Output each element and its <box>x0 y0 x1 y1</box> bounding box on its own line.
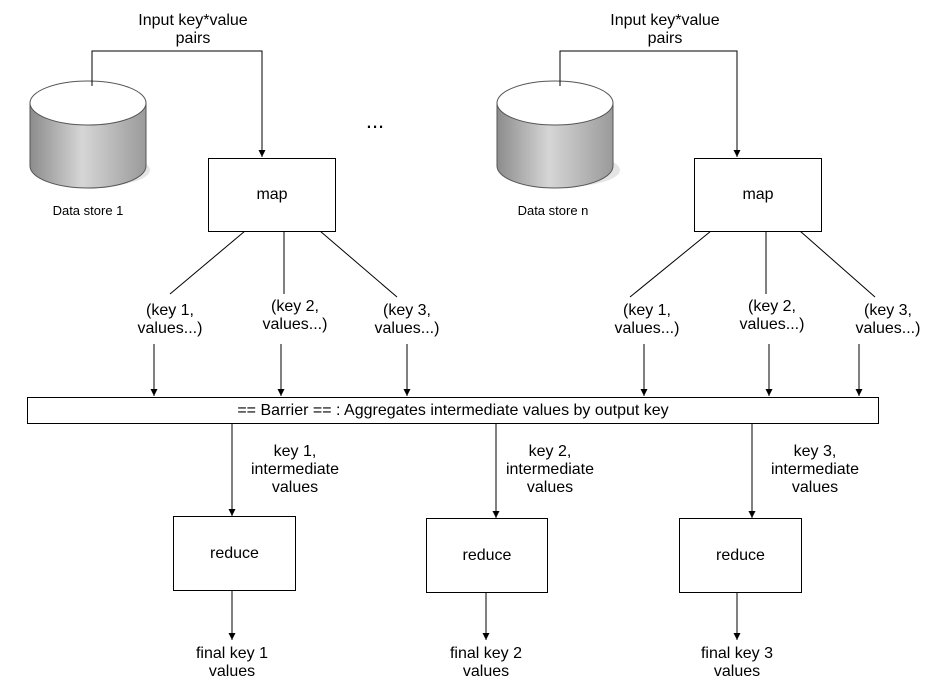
barrier-bar: == Barrier == : Aggregates intermediate … <box>27 397 879 424</box>
final-key1: final key 1 values <box>195 645 269 680</box>
map-box-right: map <box>694 158 822 232</box>
data-store-1-label: Data store 1 <box>52 203 124 218</box>
reduce-box-2: reduce <box>426 518 548 593</box>
ellipsis: ... <box>365 108 385 133</box>
map-output-right-key2: (key 2, values...) <box>739 298 805 333</box>
final-key2: final key 2 values <box>449 645 523 680</box>
input-label-left: Input key*value pairs <box>138 12 248 47</box>
intermediate-key1: key 1, intermediate values <box>250 443 340 496</box>
map-output-right-key1: (key 1, values...) <box>614 302 680 337</box>
map-box-left: map <box>208 158 336 232</box>
reduce-box-1: reduce <box>173 516 296 591</box>
arrows-to-final <box>228 590 741 640</box>
intermediate-key3: key 3, intermediate values <box>770 443 860 496</box>
arrows-to-reduce <box>228 424 756 518</box>
map-fanout-right <box>629 230 876 298</box>
map-output-left-key2: (key 2, values...) <box>262 298 328 333</box>
final-key3: final key 3 values <box>700 645 774 680</box>
data-store-n-label: Data store n <box>517 203 589 218</box>
reduce-box-3: reduce <box>679 518 802 593</box>
input-label-right: Input key*value pairs <box>610 12 720 47</box>
map-output-left-key1: (key 1, values...) <box>137 302 203 337</box>
map-fanout-left <box>169 230 398 298</box>
map-output-right-key3: (key 3, values...) <box>855 302 921 337</box>
intermediate-key2: key 2, intermediate values <box>505 443 595 496</box>
map-output-left-key3: (key 3, values...) <box>374 302 440 337</box>
data-store-n-cylinder <box>496 80 620 189</box>
data-store-1-cylinder <box>29 80 150 189</box>
arrows-to-barrier <box>150 344 863 396</box>
input-connector-left <box>91 50 266 157</box>
input-connector-right <box>559 50 741 157</box>
